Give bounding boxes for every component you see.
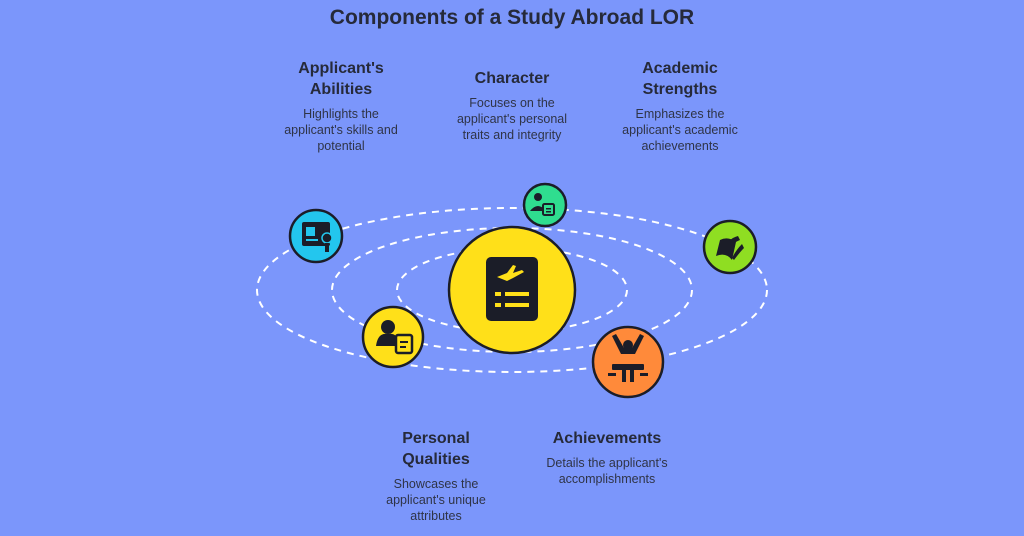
character-description: Focuses on the applicant's personal trai…	[456, 96, 568, 142]
abilities-node	[288, 208, 344, 264]
page-title: Components of a Study Abroad LOR	[329, 6, 695, 29]
abilities-description: Highlights the applicant's skills and po…	[284, 107, 398, 153]
personal-label: Personal Qualities Showcases the applica…	[351, 428, 521, 524]
outer-orbit	[256, 207, 768, 373]
abilities-label: Applicant's Abilities Highlights the app…	[256, 58, 426, 154]
abilities-heading: Applicant's Abilities	[298, 60, 384, 98]
personal-heading: Personal Qualities	[402, 430, 470, 468]
achievements-node	[591, 325, 665, 399]
center-node	[447, 225, 577, 355]
inner-orbit	[396, 247, 628, 333]
academic-node	[702, 219, 758, 275]
achievements-description: Details the applicant's accomplishments	[546, 456, 668, 486]
character-label: Character Focuses on the applicant's per…	[427, 68, 597, 143]
personal-description: Showcases the applicant's unique attribu…	[386, 477, 486, 523]
achievements-label: Achievements Details the applicant's acc…	[512, 428, 702, 487]
person-document-icon	[530, 193, 555, 216]
academic-heading: Academic Strengths	[642, 60, 718, 98]
open-book-icon	[716, 236, 744, 260]
personal-node	[361, 305, 425, 369]
celebrating-person-icon	[608, 334, 648, 382]
character-heading: Character	[474, 70, 550, 87]
academic-description: Emphasizes the applicant's academic achi…	[622, 107, 738, 153]
boarding-pass-icon	[486, 257, 538, 321]
person-note-icon	[376, 320, 414, 355]
character-node	[522, 182, 568, 228]
id-card-person-icon	[302, 222, 333, 252]
achievements-heading: Achievements	[552, 430, 662, 447]
academic-label: Academic Strengths Emphasizes the applic…	[595, 58, 765, 154]
